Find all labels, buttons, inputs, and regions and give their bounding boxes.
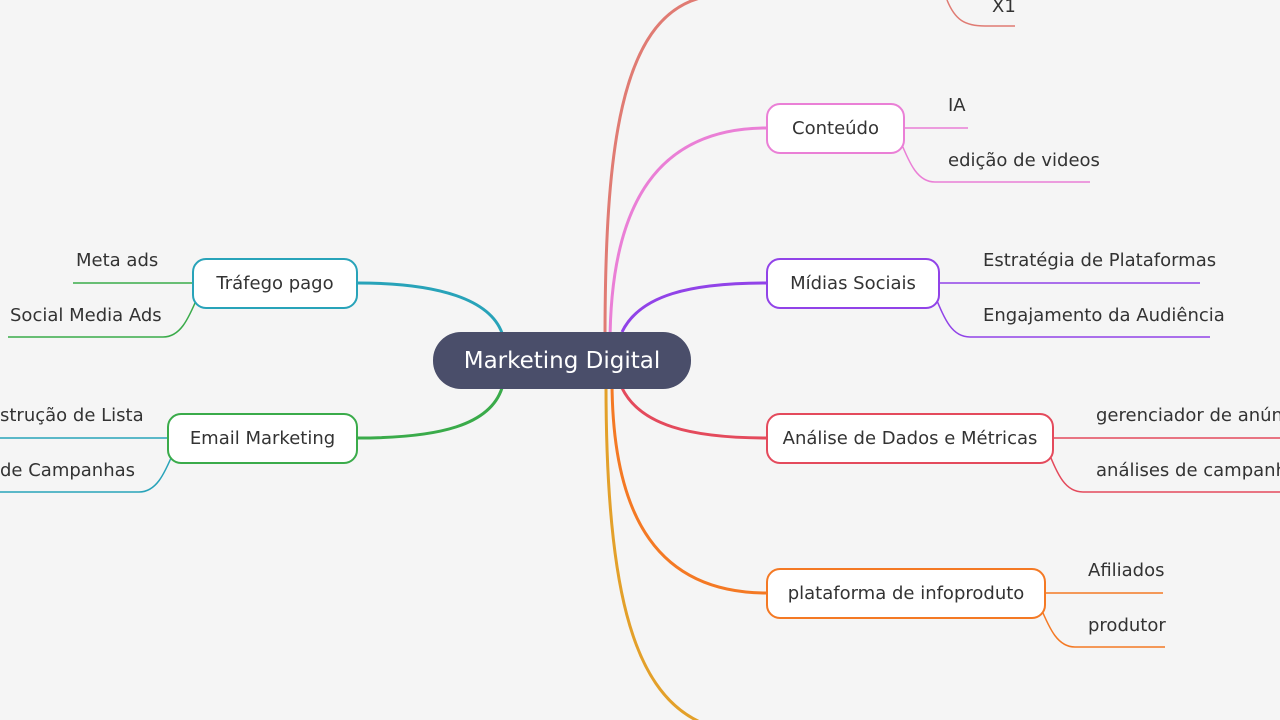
- leaf-trafego-social[interactable]: Social Media Ads: [10, 305, 162, 326]
- node-midias-sociais[interactable]: Mídias Sociais: [766, 258, 940, 309]
- node-conteudo[interactable]: Conteúdo: [766, 103, 905, 154]
- connector-trafego: [357, 281, 504, 334]
- connector-analise: [620, 387, 768, 440]
- node-plataforma-label: plataforma de infoproduto: [787, 583, 1025, 604]
- leaf-midias-engajamento[interactable]: Engajamento da Audiência: [983, 305, 1225, 326]
- node-midias-label: Mídias Sociais: [790, 273, 916, 294]
- node-trafego-pago[interactable]: Tráfego pago: [192, 258, 358, 309]
- leaf-email-lista[interactable]: strução de Lista: [0, 405, 144, 426]
- leaf-email-campanhas[interactable]: de Campanhas: [0, 460, 136, 481]
- connector-midias-leaf-2: [934, 295, 1210, 338]
- connector-bottom: [604, 384, 700, 720]
- leaf-trafego-meta[interactable]: Meta ads: [76, 250, 159, 271]
- leaf-analise-campanha[interactable]: análises de campanha: [1096, 460, 1280, 481]
- node-email-label: Email Marketing: [189, 428, 336, 449]
- connector-plataforma: [610, 379, 768, 595]
- leaf-conteudo-edicao[interactable]: edição de videos: [948, 150, 1100, 171]
- leaf-plataforma-afiliados[interactable]: Afiliados: [1088, 560, 1165, 581]
- leaf-x1[interactable]: X1: [992, 0, 1016, 17]
- node-conteudo-label: Conteúdo: [792, 118, 879, 139]
- connector-conteudo: [608, 126, 768, 346]
- leaf-midias-estrategia[interactable]: Estratégia de Plataformas: [983, 250, 1217, 271]
- connector-conteudo-leaf-2: [899, 139, 1090, 183]
- leaf-conteudo-ia[interactable]: IA: [948, 95, 966, 116]
- node-analise-label: Análise de Dados e Métricas: [782, 428, 1038, 449]
- node-analise-dados[interactable]: Análise de Dados e Métricas: [766, 413, 1054, 464]
- node-trafego-label: Tráfego pago: [216, 273, 334, 294]
- connector-x1-leaf: [946, 0, 1015, 27]
- node-email-marketing[interactable]: Email Marketing: [167, 413, 358, 464]
- connector-x1: [603, 0, 699, 341]
- root-node[interactable]: Marketing Digital: [433, 332, 691, 389]
- connector-email: [357, 387, 504, 440]
- connector-midias: [620, 281, 768, 333]
- leaf-analise-gerenciador[interactable]: gerenciador de anúnc: [1096, 405, 1280, 426]
- root-label: Marketing Digital: [463, 347, 661, 374]
- node-plataforma-infoproduto[interactable]: plataforma de infoproduto: [766, 568, 1046, 619]
- leaf-plataforma-produtor[interactable]: produtor: [1088, 615, 1166, 636]
